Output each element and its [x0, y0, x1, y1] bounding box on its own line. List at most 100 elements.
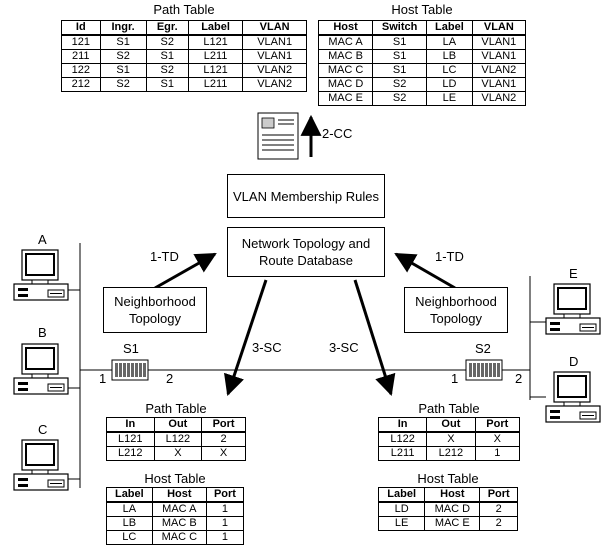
table-cell: 212 [61, 77, 101, 92]
column-header: Egr. [145, 20, 189, 36]
table-cell: L122 [377, 431, 428, 447]
top-path-table-title: Path Table [153, 2, 215, 17]
table-cell: 1 [474, 446, 521, 461]
table-cell: 122 [61, 63, 101, 78]
table-row: LD MAC D 2 [377, 501, 518, 517]
table-header-row: Label Host Port [377, 487, 518, 503]
top-host-table-title: Host Table [391, 2, 453, 17]
table-cell: S1 [372, 63, 428, 78]
table-row: MAC D S2 LD VLAN1 [317, 77, 527, 92]
s2-host-table: Label Host Port LD MAC D 2 LE MAC E 2 [377, 487, 518, 531]
column-header: Label [106, 487, 153, 503]
table-cell: S1 [99, 34, 147, 50]
column-header: Switch [372, 20, 428, 36]
table-cell: VLAN1 [471, 34, 527, 50]
column-header: Ingr. [99, 20, 147, 36]
column-header: In [106, 417, 155, 433]
table-cell: 1 [205, 516, 245, 531]
table-row: LA MAC A 1 [106, 501, 245, 517]
column-header: Port [205, 487, 245, 503]
host-a-icon [13, 249, 69, 301]
table-row: 212 S2 S1 L211 VLAN2 [61, 77, 307, 92]
table-header-row: Label Host Port [106, 487, 245, 503]
column-header: VLAN [242, 20, 307, 36]
table-cell: MAC D [317, 77, 374, 92]
table-cell: MAC B [317, 49, 374, 64]
switch-s1-port-1: 1 [99, 371, 107, 386]
table-cell: S2 [145, 34, 189, 50]
table-cell: L121 [187, 63, 244, 78]
column-header: Port [479, 487, 518, 503]
table-cell: S2 [372, 77, 428, 92]
table-cell: VLAN2 [242, 63, 307, 78]
host-a-label: A [38, 232, 47, 247]
table-cell: L122 [153, 431, 203, 447]
table-cell: X [426, 431, 476, 447]
column-header: Label [426, 20, 473, 36]
column-header: Label [377, 487, 426, 503]
vlan-membership-rules-box: VLAN Membership Rules [227, 174, 385, 218]
table-cell: 2 [201, 431, 246, 447]
table-cell: VLAN1 [471, 77, 527, 92]
table-row: L212 X X [106, 446, 246, 461]
table-cell: 121 [61, 34, 101, 50]
host-c-icon [13, 439, 69, 491]
table-cell: X [201, 446, 246, 461]
table-cell: MAC A [317, 34, 374, 50]
arrow-1-td-left [154, 252, 217, 290]
column-header: Host [424, 487, 481, 503]
table-cell: S2 [372, 91, 428, 106]
table-row: MAC B S1 LB VLAN1 [317, 49, 527, 64]
s1-path-table-title: Path Table [145, 401, 207, 416]
table-cell: 2 [479, 501, 518, 517]
table-cell: MAC D [424, 501, 481, 517]
column-header: Port [474, 417, 521, 433]
column-header: Label [187, 20, 244, 36]
column-header: Host [317, 20, 374, 36]
table-row: 121 S1 S2 L121 VLAN1 [61, 34, 307, 50]
arrow-1-td-right [394, 252, 456, 290]
table-cell: L121 [187, 34, 244, 50]
column-header: Id [61, 20, 101, 36]
switch-s2-port-1: 1 [451, 371, 459, 386]
table-row: L121 L122 2 [106, 431, 246, 447]
table-cell: L121 [106, 431, 155, 447]
column-header: In [377, 417, 428, 433]
table-row: LB MAC B 1 [106, 516, 245, 531]
edge-label-3-sc-right: 3-SC [329, 340, 359, 355]
table-cell: L212 [106, 446, 155, 461]
neighborhood-topology-right-box: Neighborhood Topology [404, 287, 508, 333]
table-cell: MAC E [317, 91, 374, 106]
table-cell: S1 [145, 49, 189, 64]
column-header: Host [151, 487, 207, 503]
table-cell: LC [426, 63, 473, 78]
table-row: MAC C S1 LC VLAN2 [317, 63, 527, 78]
table-cell: LC [106, 530, 153, 545]
table-row: L122 X X [377, 431, 521, 447]
table-cell: X [474, 431, 521, 447]
table-row: LE MAC E 2 [377, 516, 518, 531]
table-cell: MAC A [151, 501, 207, 517]
s1-host-table: Label Host Port LA MAC A 1 LB MAC B 1 LC… [106, 487, 245, 545]
s2-path-table-title: Path Table [418, 401, 480, 416]
table-cell: S2 [99, 49, 147, 64]
table-row: MAC E S2 LE VLAN2 [317, 91, 527, 106]
host-b-icon [13, 343, 69, 395]
table-cell: S2 [99, 77, 147, 92]
table-cell: 1 [205, 501, 245, 517]
table-header-row: In Out Port [106, 417, 246, 433]
table-row: 122 S1 S2 L121 VLAN2 [61, 63, 307, 78]
edge-label-3-sc-left: 3-SC [252, 340, 282, 355]
table-cell: L212 [426, 446, 476, 461]
column-header: Out [426, 417, 476, 433]
host-d-label: D [569, 354, 579, 369]
s1-path-table: In Out Port L121 L122 2 L212 X X [106, 417, 246, 461]
edge-label-2-cc: 2-CC [322, 126, 353, 141]
table-cell: 211 [61, 49, 101, 64]
table-cell: S1 [372, 49, 428, 64]
table-cell: LA [106, 501, 153, 517]
edge-label-1-td-right: 1-TD [435, 249, 464, 264]
s1-host-table-title: Host Table [144, 471, 206, 486]
top-host-table: Host Switch Label VLAN MAC A S1 LA VLAN1… [317, 20, 527, 106]
